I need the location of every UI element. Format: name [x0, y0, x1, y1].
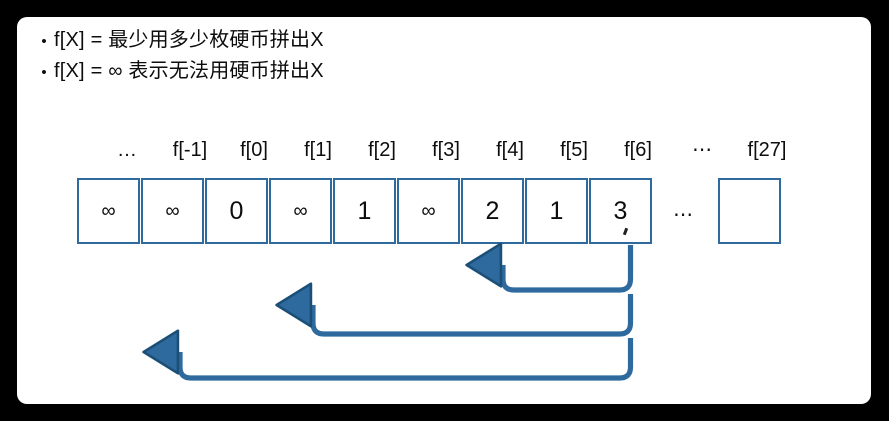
slide-surface: • f[X] = 最少用多少枚硬币拼出X • f[X] = ∞ 表示无法用硬币拼… — [17, 17, 871, 404]
column-label-f1: f[1] — [304, 139, 332, 161]
dp-cell-f1[interactable]: ∞ — [269, 178, 332, 244]
dp-cell-f27[interactable] — [718, 178, 781, 244]
bullet-text-2: f[X] = ∞ 表示无法用硬币拼出X — [54, 60, 324, 82]
arrow-f6-to-f4 — [465, 242, 634, 293]
column-label-ellipsis-right: ⋯ — [692, 139, 712, 161]
column-label-f4: f[4] — [496, 139, 524, 161]
dp-cell-f-neg1[interactable]: ∞ — [141, 178, 204, 244]
arrow-f6-to-f0 — [142, 329, 634, 381]
dp-cell-0[interactable]: ∞ — [77, 178, 140, 244]
column-label-f5: f[5] — [560, 139, 588, 161]
dp-cell-f6[interactable]: 3 — [589, 178, 652, 244]
bullet-marker-icon: • — [41, 33, 47, 50]
column-label-f2: f[2] — [368, 139, 396, 161]
bullet-item-1: • f[X] = 最少用多少枚硬币拼出X — [34, 23, 634, 54]
bullet-item-2: • f[X] = ∞ 表示无法用硬币拼出X — [34, 54, 634, 85]
dp-cell-f2[interactable]: 1 — [333, 178, 396, 244]
dp-cell-f4[interactable]: 2 — [461, 178, 524, 244]
column-label-f3: f[3] — [432, 139, 460, 161]
bullet-list: • f[X] = 最少用多少枚硬币拼出X • f[X] = ∞ 表示无法用硬币拼… — [34, 23, 634, 85]
arrow-f6-to-f2 — [275, 282, 634, 337]
dp-cell-f5[interactable]: 1 — [525, 178, 588, 244]
column-label-ellipsis-left: … — [117, 139, 137, 161]
column-label-f27: f[27] — [747, 139, 787, 161]
column-label-f6: f[6] — [624, 139, 652, 161]
dp-cell-f0[interactable]: 0 — [205, 178, 268, 244]
bullet-text-1: f[X] = 最少用多少枚硬币拼出X — [54, 29, 324, 51]
column-label-f0: f[0] — [240, 139, 268, 161]
column-label-f-neg1: f[-1] — [172, 139, 208, 161]
dp-cell-f3[interactable]: ∞ — [397, 178, 460, 244]
bullet-marker-icon: • — [41, 64, 47, 81]
table-gap-ellipsis: ⋯ — [673, 204, 693, 226]
